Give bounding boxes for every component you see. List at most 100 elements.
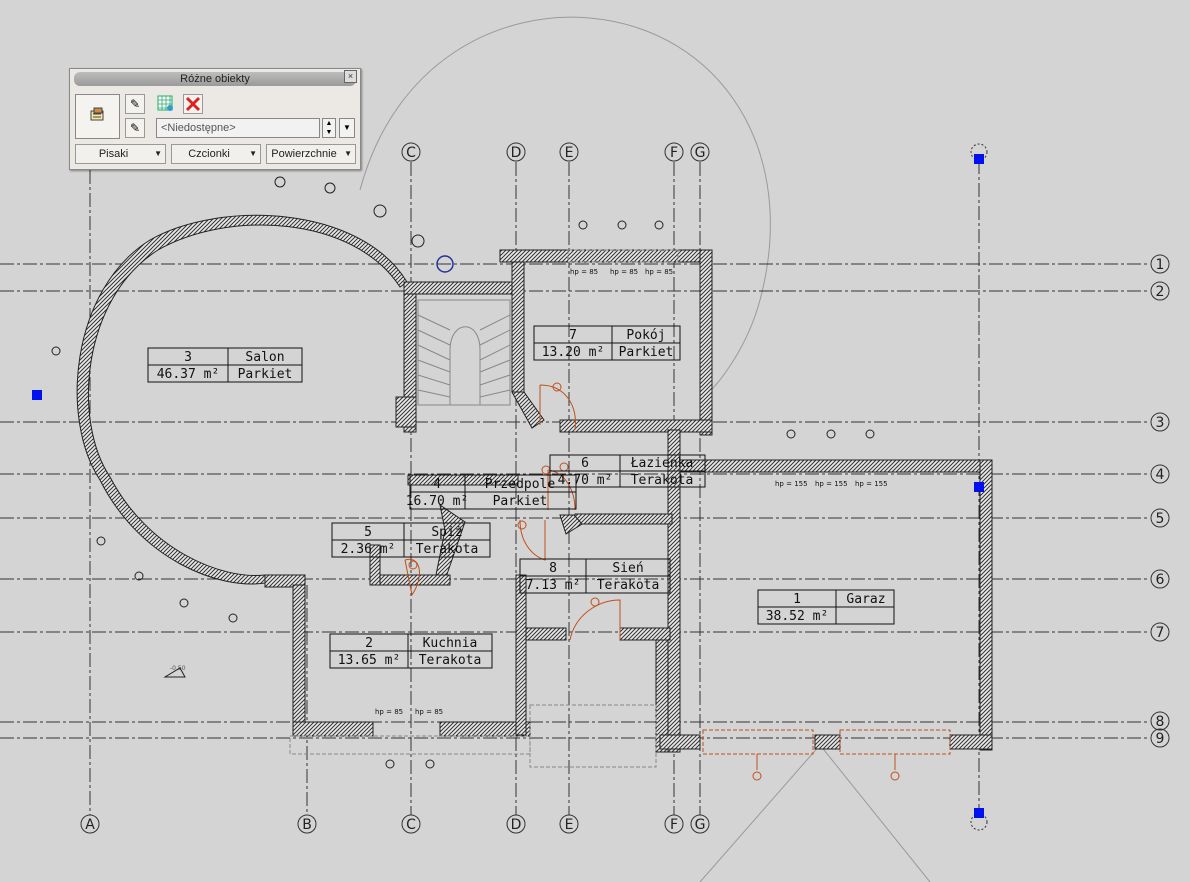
svg-text:-0.50: -0.50 <box>170 665 186 672</box>
svg-text:hp = 85: hp = 85 <box>610 268 638 276</box>
svg-text:B: B <box>302 817 312 833</box>
svg-text:hp = 155: hp = 155 <box>815 480 848 488</box>
svg-text:D: D <box>511 145 522 161</box>
svg-text:46.37 m²: 46.37 m² <box>157 367 220 382</box>
room-label-pokoj: 7 Pokój 13.20 m² Parkiet <box>533 325 681 361</box>
svg-text:16.70 m²: 16.70 m² <box>406 494 469 509</box>
svg-text:hp = 155: hp = 155 <box>855 480 888 488</box>
svg-text:Terakota: Terakota <box>597 578 660 593</box>
fonts-menu-button[interactable]: Czcionki ▼ <box>171 144 261 164</box>
room-label-sien: 8 Sień 7.13 m² Terakota <box>519 558 671 594</box>
svg-text:C: C <box>406 817 416 833</box>
room-label-garaz: 1 Garaz 38.52 m² <box>757 589 895 625</box>
delete-button[interactable] <box>183 94 203 114</box>
close-icon[interactable]: × <box>344 70 357 83</box>
svg-text:4: 4 <box>1156 467 1165 483</box>
axis-marker-top-E: E <box>559 142 579 162</box>
axis-marker-top-D: D <box>506 142 526 162</box>
surfaces-menu-button[interactable]: Powierzchnie ▼ <box>266 144 356 164</box>
svg-text:Pokój: Pokój <box>626 328 665 343</box>
svg-text:8: 8 <box>549 561 557 576</box>
object-type-combo[interactable]: <Niedostępne> <box>156 118 320 138</box>
svg-text:1: 1 <box>1156 257 1165 273</box>
brush-settings-button[interactable]: ✎ <box>125 118 145 138</box>
spinner-arrows-icon[interactable]: ▲▼ <box>322 118 336 138</box>
svg-text:Łazienka: Łazienka <box>630 456 694 471</box>
axis-marker-row-6: 6 <box>1150 569 1170 589</box>
delete-x-icon <box>185 96 201 112</box>
axis-marker-top-C: C <box>401 142 421 162</box>
svg-text:3: 3 <box>1156 415 1165 431</box>
svg-text:5: 5 <box>364 525 372 540</box>
svg-text:A: A <box>85 817 95 833</box>
chevron-down-icon: ▼ <box>249 149 257 158</box>
svg-text:Przedpole: Przedpole <box>485 477 556 492</box>
svg-text:5: 5 <box>1156 511 1165 527</box>
svg-text:Terakota: Terakota <box>419 653 482 668</box>
room-label-spiz: 5 Spiż 2.36 m² Terakota <box>331 522 491 558</box>
axis-marker-bottom-F: F <box>664 814 684 834</box>
brush-button[interactable]: ✎ <box>125 94 145 114</box>
row-axis-markers: 1 2 3 4 5 6 7 8 9 <box>1150 254 1170 748</box>
grip-handle <box>32 390 42 400</box>
objects-palette[interactable]: Różne obiekty × ✎ ✎ <Niedostępne> ▲▼ ▼ P… <box>69 68 361 170</box>
svg-text:Parkiet: Parkiet <box>493 494 548 509</box>
selection-grips[interactable] <box>32 154 984 818</box>
select-grid-button[interactable] <box>156 94 176 114</box>
svg-text:hp = 85: hp = 85 <box>570 268 598 276</box>
doors[interactable] <box>404 382 951 781</box>
svg-text:2: 2 <box>365 636 373 651</box>
svg-text:E: E <box>565 817 574 833</box>
svg-text:7.13 m²: 7.13 m² <box>526 578 581 593</box>
axis-marker-row-2: 2 <box>1150 281 1170 301</box>
svg-text:8: 8 <box>1156 714 1165 730</box>
room-labels[interactable]: 3 Salon 46.37 m² Parkiet 7 Pokój 13.20 m… <box>147 325 895 669</box>
svg-text:Parkiet: Parkiet <box>619 345 674 360</box>
svg-text:Salon: Salon <box>245 350 284 365</box>
grip-handle <box>974 808 984 818</box>
svg-text:F: F <box>670 817 678 833</box>
walls[interactable] <box>76 214 993 753</box>
pens-menu-button[interactable]: Pisaki ▼ <box>75 144 166 164</box>
properties-button[interactable] <box>75 94 120 139</box>
axis-marker-row-8: 8 <box>1150 711 1170 731</box>
svg-text:13.65 m²: 13.65 m² <box>338 653 401 668</box>
room-label-salon: 3 Salon 46.37 m² Parkiet <box>147 347 303 383</box>
chevron-down-icon: ▼ <box>344 149 352 158</box>
svg-text:3: 3 <box>184 350 192 365</box>
staircase <box>417 299 511 406</box>
brush-settings-icon: ✎ <box>129 121 141 135</box>
level-marker <box>163 667 186 678</box>
axis-marker-top-G: G <box>690 142 710 162</box>
svg-text:1: 1 <box>793 592 801 607</box>
chevron-down-icon[interactable]: ▼ <box>339 118 355 138</box>
axis-marker-row-7: 7 <box>1150 622 1170 642</box>
palette-title[interactable]: Różne obiekty <box>74 72 356 86</box>
svg-text:G: G <box>695 817 706 833</box>
grip-handle <box>974 154 984 164</box>
svg-text:7: 7 <box>1156 625 1165 641</box>
svg-text:4: 4 <box>433 477 441 492</box>
svg-text:6: 6 <box>581 456 589 471</box>
svg-text:7: 7 <box>569 328 577 343</box>
svg-text:38.52 m²: 38.52 m² <box>766 609 829 624</box>
svg-text:4.70 m²: 4.70 m² <box>558 473 613 488</box>
axis-marker-bottom-B: B <box>297 814 317 834</box>
room-label-przedpole: 4 Przedpole 16.70 m² Parkiet <box>406 474 577 510</box>
axis-marker-row-3: 3 <box>1150 412 1170 432</box>
svg-text:9: 9 <box>1156 731 1165 747</box>
svg-text:6: 6 <box>1156 572 1165 588</box>
svg-text:Garaz: Garaz <box>846 592 885 607</box>
room-label-lazienka: 6 Łazienka 4.70 m² Terakota <box>549 454 706 488</box>
svg-text:hp = 85: hp = 85 <box>415 708 443 716</box>
axis-marker-row-4: 4 <box>1150 464 1170 484</box>
svg-text:hp = 85: hp = 85 <box>645 268 673 276</box>
construction-arcs <box>359 16 931 882</box>
svg-text:13.20 m²: 13.20 m² <box>542 345 605 360</box>
svg-text:Terakota: Terakota <box>416 542 479 557</box>
axis-marker-bottom-G: G <box>690 814 710 834</box>
window-height-labels: hp = 85 hp = 85 hp = 85 hp = 85 hp = 85 … <box>170 268 888 716</box>
svg-text:2: 2 <box>1156 284 1165 300</box>
axis-marker-row-1: 1 <box>1150 254 1170 274</box>
